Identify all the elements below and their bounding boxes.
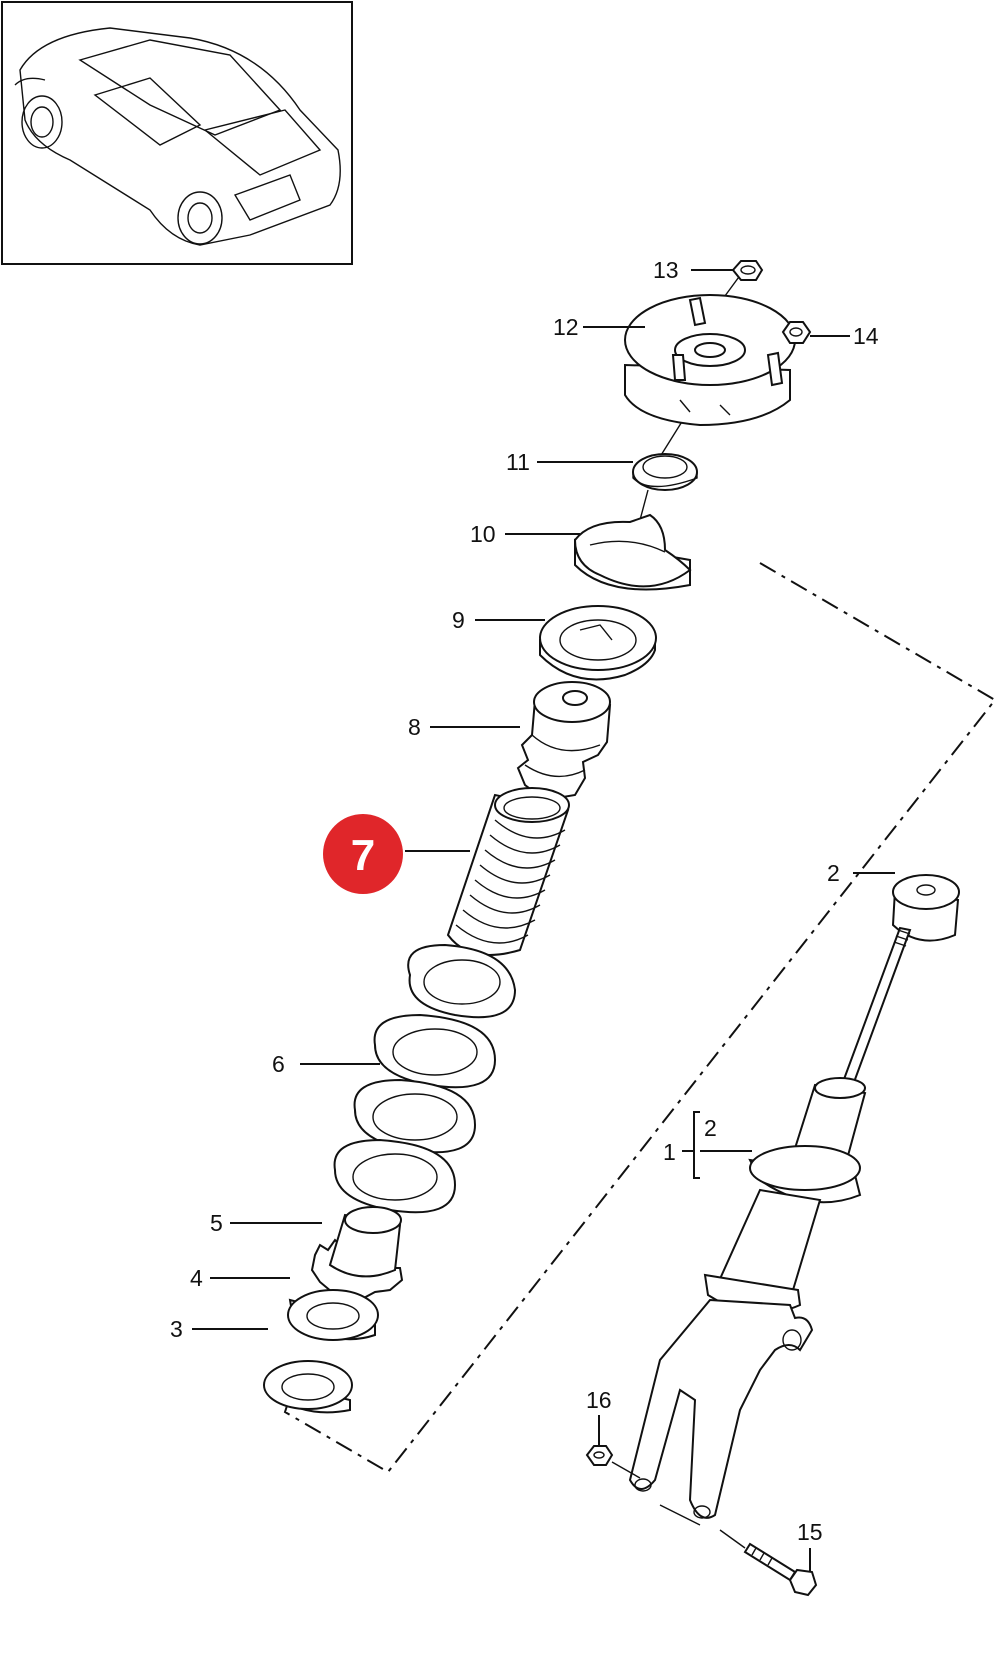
callout-4[interactable]: 4 [190,1265,203,1291]
callout-15[interactable]: 15 [797,1519,823,1545]
callout-8[interactable]: 8 [408,714,421,740]
part-5-lower-spring-seat [310,1206,404,1302]
part-7-protective-sleeve [446,787,570,956]
leader-lines [192,269,895,1572]
part-11-ring [632,453,698,491]
part-6-coil-spring [333,943,517,1214]
highlight-badge [323,814,403,894]
part-12-top-mount [624,294,796,427]
vehicle-thumbnail [1,1,353,265]
callout-9[interactable]: 9 [452,607,465,633]
part-3-seat-ring [263,1360,353,1414]
callout-5[interactable]: 5 [210,1210,223,1236]
callout-12[interactable]: 12 [553,314,579,340]
highlighted-callout-7[interactable]: 7 [323,814,403,894]
callout-3[interactable]: 3 [170,1316,183,1342]
callout-1[interactable]: 1 [663,1139,676,1165]
callout-11[interactable]: 11 [506,449,530,475]
part-16-nut [585,1445,701,1526]
callout-16[interactable]: 16 [586,1387,612,1413]
part-15-bolt [719,1529,818,1597]
callout-labels: 13 12 14 11 10 9 8 6 5 4 3 2 1 2 16 15 [170,257,879,1545]
assembly-boundary [283,562,997,1474]
part-9-pad [539,605,657,681]
callout-14[interactable]: 14 [853,323,879,349]
part-2-bushing [891,874,960,942]
part-8-bump-stop [516,681,612,802]
part-4-washer [287,1289,379,1341]
highlight-label: 7 [351,831,375,880]
callout-6[interactable]: 6 [272,1051,285,1077]
part-13-nut [731,260,764,281]
callout-10[interactable]: 10 [470,521,496,547]
part-14-nut [781,321,812,344]
part-1-shock-absorber [628,926,912,1519]
callout-13[interactable]: 13 [653,257,679,283]
callout-2[interactable]: 2 [827,860,840,886]
part-10-upper-spring-seat [573,513,692,591]
callout-1-sub-2[interactable]: 2 [704,1115,717,1141]
